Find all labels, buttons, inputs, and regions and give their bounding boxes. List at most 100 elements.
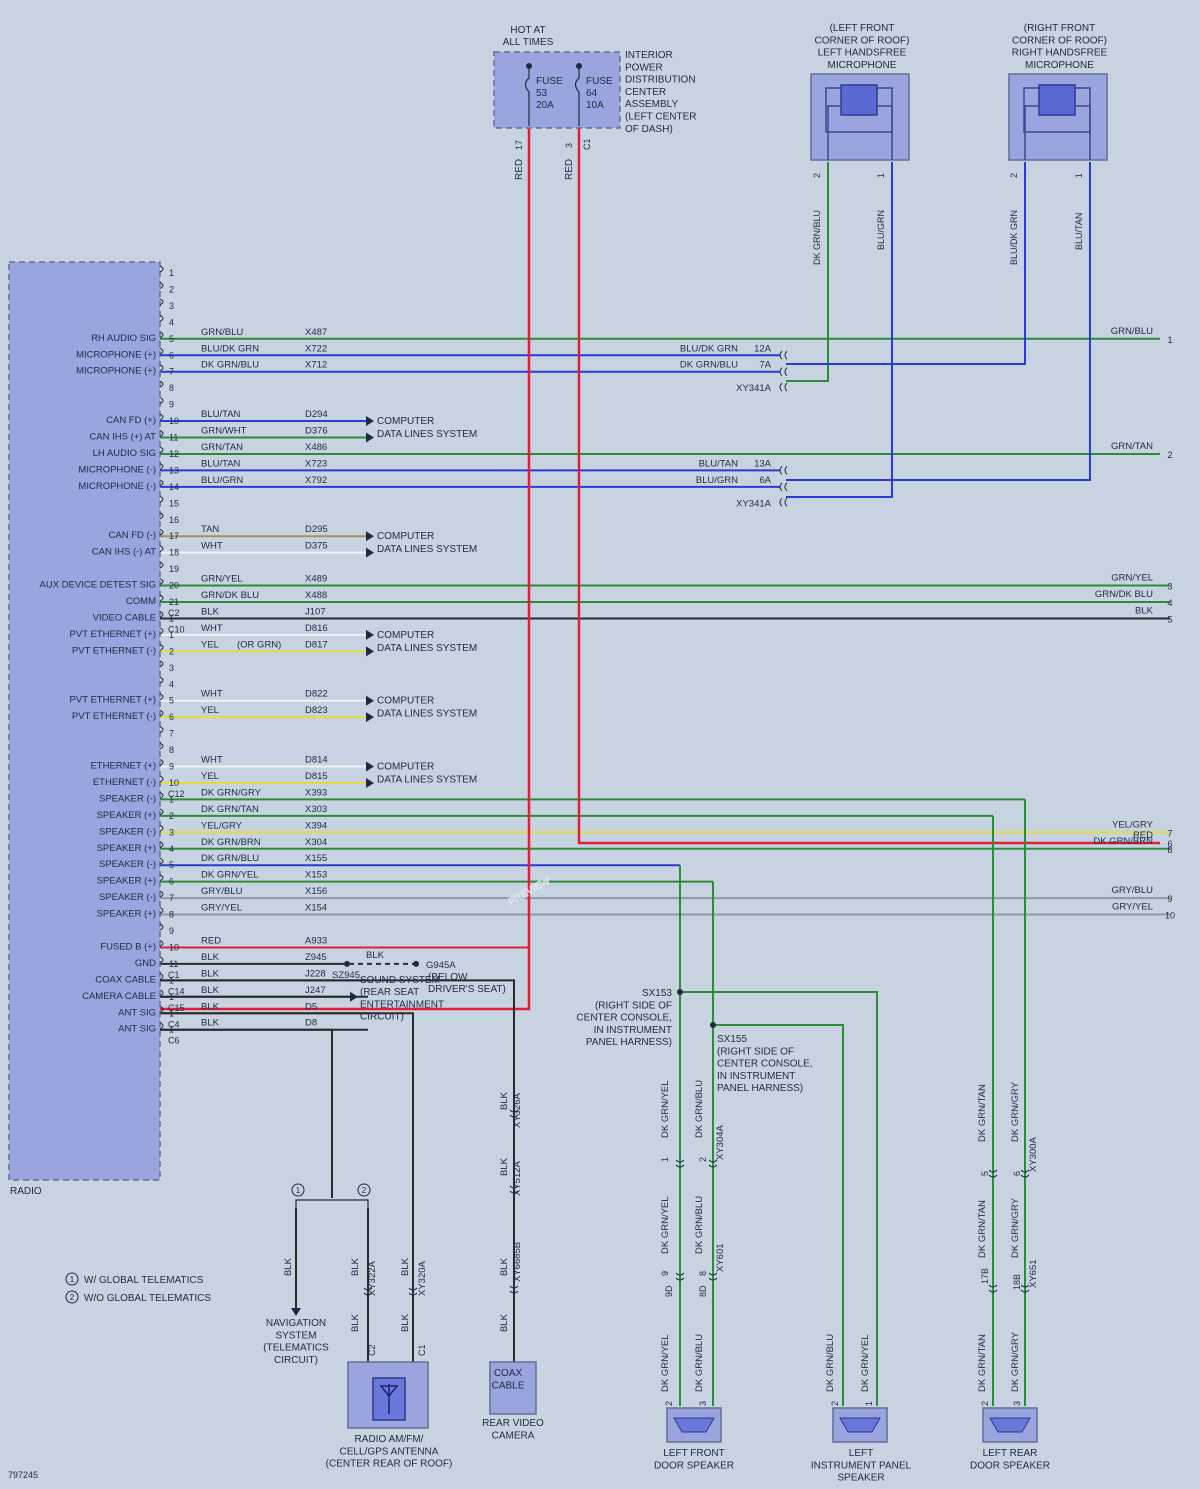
radio-pin-mark <box>159 446 164 454</box>
nav-label: SYSTEM <box>275 1330 316 1341</box>
radio-signal-label: CAMERA CABLE <box>82 991 156 1002</box>
radio-pin-number: 5 <box>169 696 174 706</box>
circuit-label: X489 <box>305 574 327 585</box>
computer-arrow <box>366 777 374 788</box>
wire-color-label: GRN/BLU <box>201 327 243 338</box>
lf-wire-label: DK GRN/BLU <box>694 1334 705 1392</box>
splice-wire-label: DK GRN/BLU <box>680 360 738 371</box>
radio-pin-mark <box>159 512 164 520</box>
nav-label: (TELEMATICS <box>263 1343 329 1354</box>
splice-wire-label: BLU/GRN <box>696 475 738 486</box>
sx153-label: SX153 <box>642 988 672 999</box>
computer-label: COMPUTER <box>377 416 434 427</box>
radio-pin-mark <box>159 989 164 997</box>
mic-wire-right-b <box>786 162 1091 481</box>
radio-pin-number: 10 <box>169 942 179 952</box>
lf-connector <box>675 1159 685 1168</box>
radio-pin-mark <box>159 578 164 585</box>
ground-splice-label: SZ945 <box>332 970 360 981</box>
radio-pin-number: 1 <box>169 613 174 623</box>
radio-signal-label: SPEAKER (+) <box>97 810 156 821</box>
ant-pin: C2 <box>367 1344 377 1356</box>
wire-color-label: BLK <box>201 1001 220 1012</box>
wire-color-label: BLK <box>201 606 220 617</box>
circuit-label: D816 <box>305 623 328 634</box>
ground-splice <box>344 960 350 967</box>
computer-label: DATA LINES SYSTEM <box>377 643 477 654</box>
radio-pin-mark <box>159 709 164 717</box>
radio-pin-number: 1 <box>169 1008 174 1018</box>
coax-wire-label: BLK <box>499 1091 510 1110</box>
lf-speaker-label: LEFT FRONT <box>663 1448 724 1459</box>
mic-wire-right-a <box>786 162 1026 365</box>
lf-conn-label: XY601 <box>715 1243 726 1272</box>
output-wire-label: BLK <box>1135 605 1154 616</box>
left-mic-element <box>840 84 878 116</box>
right-mic-element <box>1038 84 1076 116</box>
radio-name: RADIO <box>10 1186 42 1197</box>
computer-label: COMPUTER <box>377 696 434 707</box>
lf-wire-label: DK GRN/YEL <box>660 1334 671 1392</box>
radio-pin-number: 1 <box>169 1025 174 1035</box>
wire-color-label: DK GRN/TAN <box>201 804 259 815</box>
ip-pin: 1 <box>864 1401 874 1406</box>
ip-speaker-label: LEFT <box>849 1448 873 1459</box>
circuit-label: D294 <box>305 409 328 420</box>
wire-color-label: BLK <box>201 985 220 996</box>
circuit-label: D295 <box>305 524 328 535</box>
legend-marker <box>65 1272 79 1286</box>
radio-signal-label: PVT ETHERNET (-) <box>72 645 156 656</box>
ground-point-label: G945A <box>426 960 456 971</box>
radio-pin-number: 3 <box>169 827 174 837</box>
circuit-label: X153 <box>305 870 327 881</box>
left-mic-label: (LEFT FRONT <box>830 23 895 34</box>
radio-connector-label: C15 <box>168 1003 185 1013</box>
circuit-label: D5 <box>305 1001 317 1012</box>
wire-color-label: BLU/TAN <box>201 409 241 420</box>
lf-pin: 9D <box>664 1285 674 1297</box>
lr-wire-label: DK GRN/TAN <box>977 1334 988 1392</box>
ant-conn-label: XY322A <box>367 1260 378 1296</box>
coax-wire-label: BLK <box>499 1313 510 1332</box>
ip-speaker-icon <box>839 1417 881 1433</box>
right-mic-label: (RIGHT FRONT <box>1024 23 1095 34</box>
output-wire-label: RED <box>1133 830 1153 841</box>
lf-pin: 1 <box>660 1157 670 1162</box>
antenna-symbol <box>379 1384 399 1414</box>
mic-inline-connector <box>779 382 788 392</box>
radio-pin-mark <box>159 726 164 734</box>
legend-text: W/O GLOBAL TELEMATICS <box>84 1293 211 1304</box>
radio-pin-number: 1 <box>169 992 174 1002</box>
radio-pin-mark <box>159 413 164 421</box>
nav-arrow <box>291 1308 301 1316</box>
fuse-wire-label: RED <box>514 159 525 180</box>
computer-arrow <box>366 712 374 723</box>
wire-color-label: BLU/GRN <box>201 475 243 486</box>
mic-inline-connector <box>779 367 788 377</box>
sx153-label: (RIGHT SIDE OF <box>595 1000 672 1011</box>
radio-pin-number: 1 <box>169 794 174 804</box>
circuit-label: X304 <box>305 837 327 848</box>
legend-number: 1 <box>70 1275 75 1284</box>
mic-inline-connector <box>779 482 788 492</box>
sx153-label: IN INSTRUMENT <box>594 1025 672 1036</box>
wire-color-label: BLU/TAN <box>201 458 241 469</box>
sx155-label: (RIGHT SIDE OF <box>717 1046 794 1057</box>
ip-speaker-label: INSTRUMENT PANEL <box>811 1460 912 1471</box>
computer-arrow <box>366 761 374 772</box>
wire-color-label: RED <box>201 935 221 946</box>
radio-signal-label: GND <box>135 958 156 969</box>
mic-conn-label: XY341A <box>736 383 772 394</box>
wire-color-label: YEL <box>201 771 219 782</box>
sound-system-label: CIRCUIT) <box>360 1012 404 1023</box>
radio-pin-mark <box>159 693 164 701</box>
lf-speaker-box <box>666 1407 722 1443</box>
computer-label: DATA LINES SYSTEM <box>377 709 477 720</box>
circuit-label: D817 <box>305 639 328 650</box>
mic-bracket <box>827 105 842 160</box>
mic-conn-label: XY341A <box>736 498 772 509</box>
radio-pin-number: 7 <box>169 729 174 739</box>
radio-pin-mark <box>159 940 164 947</box>
ground-desc: DRIVER'S SEAT) <box>428 984 506 995</box>
